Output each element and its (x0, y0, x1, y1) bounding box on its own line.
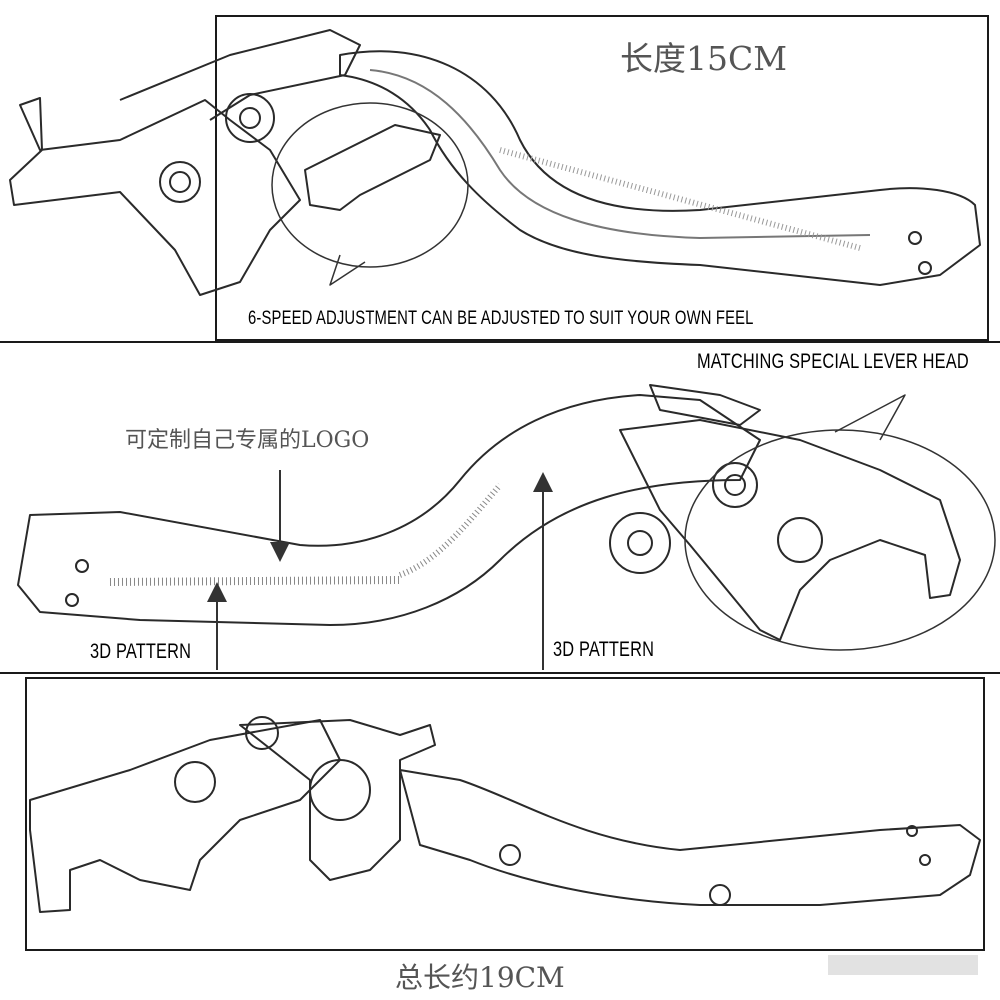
panel-frames (0, 15, 1000, 951)
bottom-mount-block (29, 719, 341, 913)
top-blade-groove (369, 69, 871, 239)
bottom-panel-frame (25, 677, 985, 951)
middle-nut (712, 462, 758, 508)
middle-nut-inner (724, 474, 746, 496)
bottom-lever-blade (399, 769, 981, 906)
middle-adjuster-arm (649, 384, 761, 426)
top-pivot-hole-inner (169, 171, 191, 193)
pattern-right-label: 3D PATTERN (553, 638, 655, 661)
middle-lever-drawing (17, 384, 996, 651)
custom-logo-label: 可定制自己专属的LOGO (125, 428, 370, 453)
bottom-shadow-smudge (828, 955, 978, 975)
total-length-label: 总长约19CM (395, 961, 565, 994)
middle-head-block (619, 419, 961, 641)
bottom-tip-hole-1 (906, 825, 918, 837)
middle-adjuster-bolt (609, 512, 671, 574)
adjustment-note-label: 6-SPEED ADJUSTMENT CAN BE ADJUSTED TO SU… (248, 308, 754, 329)
middle-callout-tail (834, 394, 906, 441)
middle-lever-blade (17, 394, 761, 626)
bottom-pivot-hole (174, 761, 216, 803)
middle-pivot-hole (777, 517, 823, 563)
top-callout-tail (329, 254, 366, 286)
top-tip-hole-1 (908, 231, 922, 245)
middle-tip-hole-1 (75, 559, 89, 573)
bottom-knob (309, 759, 371, 821)
bottom-adjuster-body (239, 719, 436, 881)
bottom-blade-hole-2 (709, 884, 731, 906)
middle-blade-pattern (109, 576, 401, 586)
top-mount-block (9, 97, 301, 296)
top-pivot-hole (159, 161, 201, 203)
top-panel-frame (215, 15, 989, 341)
bottom-lever-drawing (29, 716, 981, 913)
top-lever-blade (339, 50, 981, 286)
pattern-left-label: 3D PATTERN (90, 640, 192, 663)
top-callout-bubble (271, 102, 469, 268)
top-adjuster-arm (119, 29, 361, 121)
lever-head-label: MATCHING SPECIAL LEVER HEAD (697, 350, 969, 373)
top-bolt-inner (239, 107, 261, 129)
middle-blade-pattern-2 (398, 483, 503, 578)
bottom-blade-hole (499, 844, 521, 866)
bottom-top-bolt (245, 716, 279, 750)
top-tip-hole-2 (918, 261, 932, 275)
bottom-tip-hole-2 (919, 854, 931, 866)
middle-arrows (207, 470, 553, 670)
middle-tip-hole-2 (65, 593, 79, 607)
top-bolt-head (225, 93, 275, 143)
middle-adjuster-bolt-inner (627, 530, 653, 556)
top-lever-drawing (9, 29, 981, 296)
top-length-label: 长度15CM (620, 39, 788, 78)
top-adjuster-knob (304, 124, 441, 211)
